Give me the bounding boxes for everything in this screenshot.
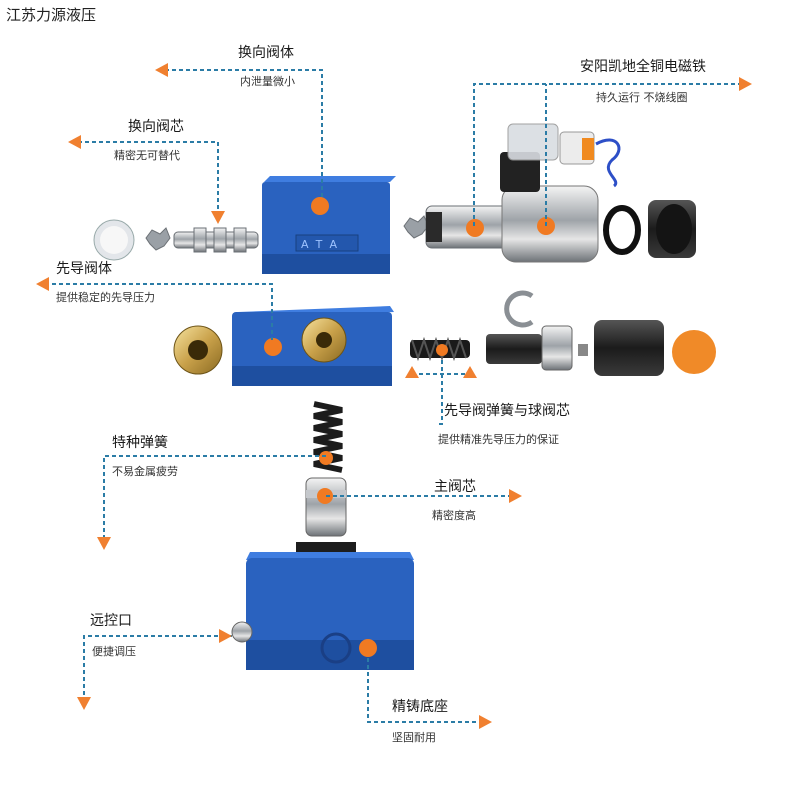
reversing-valve-body [262,176,396,274]
pilot-valve-body-title: 先导阀体 [56,261,112,277]
solenoid-title: 安阳凯地全铜电磁铁 [580,59,706,75]
reversing-spool-assembly [93,219,259,261]
pilot-valve-body-subtitle: 提供稳定的先导压力 [56,291,155,304]
special-spring-title: 特种弹簧 [112,435,168,451]
brand-title: 江苏力源液压 [6,6,97,24]
main-spool-title: 主阀芯 [434,479,476,495]
reversing-valve-body-title: 换向阀体 [238,45,294,61]
main-spool-subtitle: 精密度高 [432,509,476,522]
reversing-spool-title: 换向阀芯 [128,119,184,135]
solenoid-assembly [403,123,696,263]
pilot-spring-ball-subtitle: 提供精准先导压力的保证 [438,433,559,446]
pilot-spring-ball-title: 先导阀弹簧与球阀芯 [444,403,570,419]
reversing-spool-subtitle: 精密无可替代 [114,149,180,162]
pilot-valve-assembly [173,290,716,386]
leader-lines [36,63,752,729]
reversing-valve-body-subtitle: 内泄量微小 [240,75,295,88]
cast-base-title: 精铸底座 [392,699,448,715]
cast-base [231,542,414,670]
cast-base-subtitle: 坚固耐用 [392,731,436,744]
remote-port-title: 远控口 [90,613,132,629]
spring-and-main-spool [305,401,347,537]
solenoid-subtitle: 持久运行 不烧线圈 [596,91,688,104]
remote-port-subtitle: 便捷调压 [92,645,136,658]
valve-body-marking: ATA [301,238,345,251]
special-spring-subtitle: 不易金属疲劳 [112,465,178,478]
